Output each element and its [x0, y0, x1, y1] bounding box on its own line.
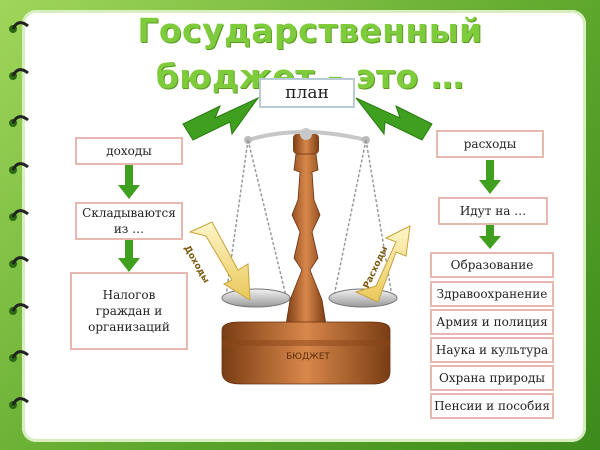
spiral-ring-icon: [4, 208, 34, 226]
spiral-ring-icon: [4, 67, 34, 85]
spiral-ring-icon: [4, 114, 34, 132]
spiral-ring-icon: [4, 396, 34, 414]
green-arrow-icon: [479, 160, 501, 194]
expense-arrow-icon: [354, 225, 411, 303]
expense-item-box: Здравоохранение: [430, 281, 554, 307]
income-arrow-icon: [188, 221, 251, 301]
scale-base-label: БЮДЖЕТ: [286, 352, 330, 362]
green-arrow-icon: [118, 240, 140, 272]
income-box: доходы: [75, 137, 183, 165]
expense-item-box: Образование: [430, 252, 554, 278]
expense-item-box: Армия и полиция: [430, 309, 554, 335]
spiral-ring-icon: [4, 161, 34, 179]
green-arrow-icon: [182, 96, 260, 141]
green-arrow-icon: [118, 165, 140, 199]
composed-of-box: Складываются из …: [75, 202, 183, 240]
spiral-ring-icon: [4, 302, 34, 320]
spiral-ring-icon: [4, 255, 34, 273]
green-arrow-icon: [479, 224, 501, 249]
balance-scale-icon: [221, 128, 398, 385]
expense-item-box: Пенсии и пособия: [430, 393, 554, 419]
green-arrow-icon: [355, 97, 433, 141]
spiral-ring-icon: [4, 20, 34, 38]
title-line-1: Государственный: [137, 11, 483, 50]
expense-item-box: Наука и культура: [430, 337, 554, 363]
taxes-box: Налогов граждан и организаций: [70, 272, 188, 350]
expense-item-box: Охрана природы: [430, 365, 554, 391]
plan-box: план: [259, 78, 355, 108]
expenses-box: расходы: [436, 130, 544, 158]
spiral-ring-icon: [4, 349, 34, 367]
spent-on-box: Идут на …: [438, 197, 548, 225]
